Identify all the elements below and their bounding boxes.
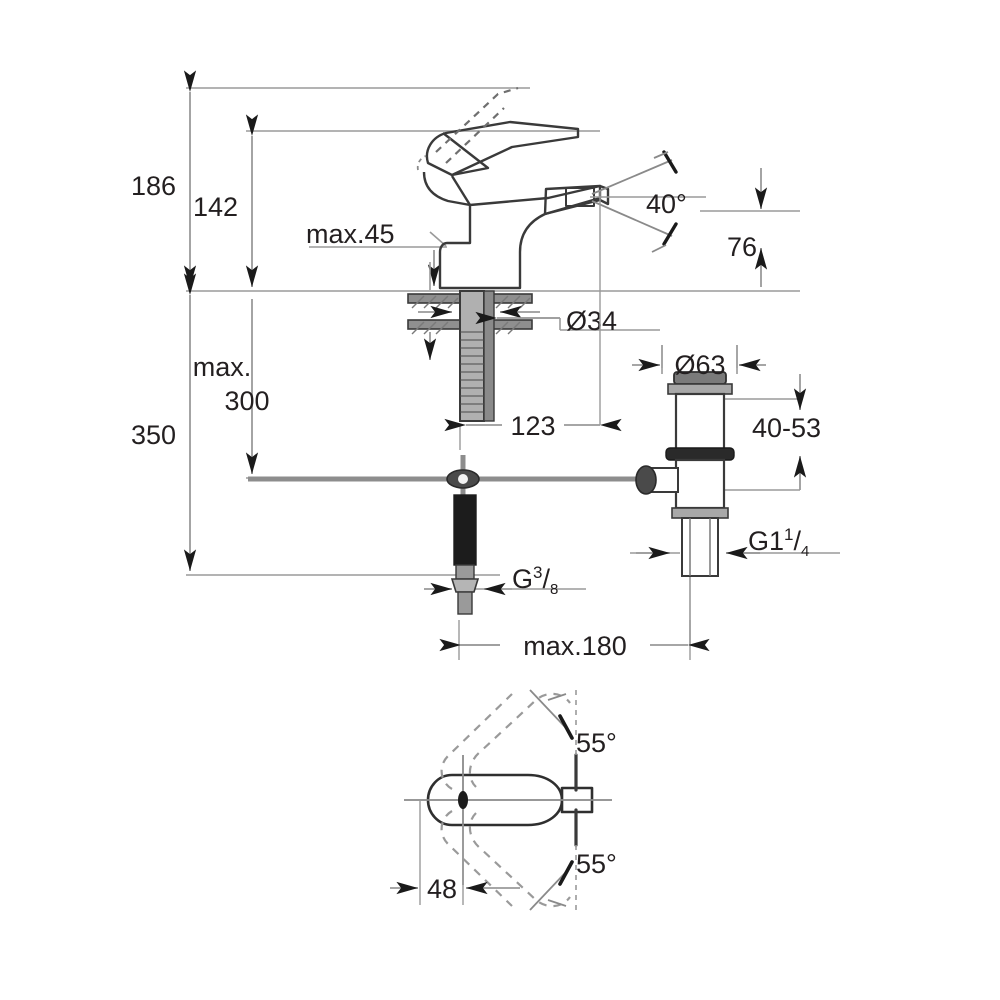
plan-angle-55-bottom: 55° [529, 808, 617, 911]
plan-view-pivot-dot [458, 791, 468, 809]
dim-label-4053: 40-53 [752, 413, 821, 443]
faucet-shank-assembly [407, 262, 540, 422]
lever-raised-dashed [435, 86, 519, 164]
dim-label-d63: Ø63 [674, 350, 725, 380]
dimension-48: 48 [390, 800, 520, 905]
dimension-40-53: 40-53 [752, 374, 821, 490]
vertical-dimension-142: 142 [193, 114, 259, 287]
dimension-g38: G3/8 [424, 563, 586, 598]
dimension-max45: max.45 [306, 219, 447, 286]
dim-label-g38: G3/8 [512, 563, 558, 598]
flex-hose-assembly [450, 494, 480, 615]
dim-label-g114: G11/4 [748, 525, 809, 560]
horizontal-dimension-123: 123 [444, 190, 622, 450]
dim-label-300: 300 [224, 386, 269, 416]
dimension-max180: max.180 [439, 620, 710, 661]
dim-label-40deg: 40° [646, 189, 687, 219]
dim-label-max: max. [193, 352, 252, 382]
dim-label-350: 350 [131, 420, 176, 450]
plan-view-swivel-dashed [440, 692, 571, 908]
vertical-dimension-max300: max. 300 [193, 299, 270, 474]
dimension-g114: G11/4 [636, 525, 840, 560]
drain-waste-assembly [635, 371, 735, 577]
vertical-dimension-76: 76 [700, 168, 800, 287]
dim-label-55-top: 55° [576, 728, 617, 758]
dim-label-48: 48 [427, 874, 457, 904]
dim-label-142: 142 [193, 192, 238, 222]
dim-label-max45: max.45 [306, 219, 395, 249]
vertical-dimension-186: 186 [131, 70, 197, 287]
dimension-diameter-34: Ø34 [475, 306, 660, 336]
dim-label-123: 123 [510, 411, 555, 441]
vertical-dimension-350: 350 [131, 273, 197, 571]
dim-label-55-bottom: 55° [576, 849, 617, 879]
faucet-side-view [422, 120, 610, 290]
dimension-diameter-63: Ø63 [632, 345, 766, 380]
swivel-angle-40: 40° [590, 150, 706, 253]
plan-angle-55-top: 55° [529, 689, 617, 792]
dim-label-186: 186 [131, 171, 176, 201]
dim-label-max180: max.180 [523, 631, 627, 661]
dim-label-76: 76 [727, 232, 757, 262]
dim-label-d34: Ø34 [566, 306, 617, 336]
lever-pivot-arc [416, 155, 427, 171]
